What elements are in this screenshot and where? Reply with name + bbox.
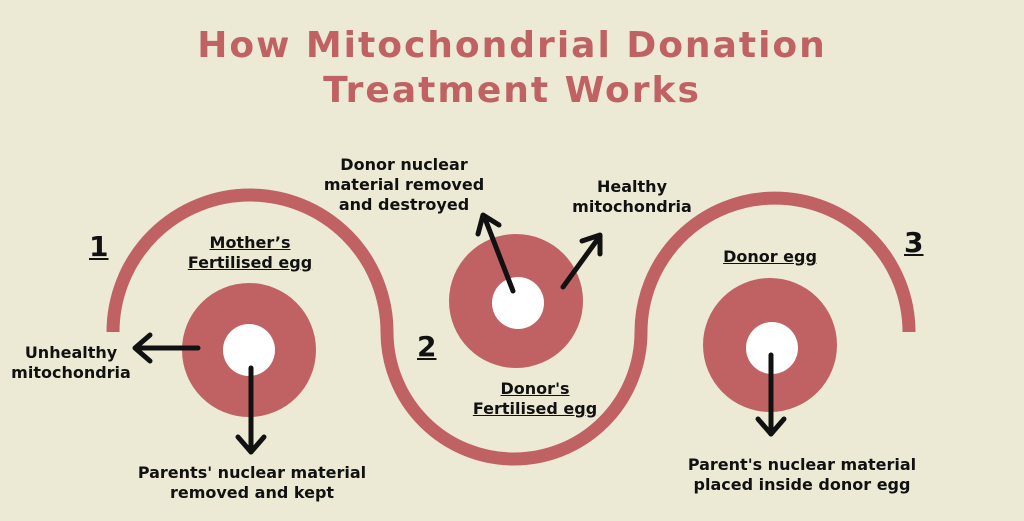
- step2-label: Donor's Fertilised egg: [455, 379, 615, 419]
- placed-line1: Parent's nuclear material: [687, 455, 917, 474]
- donor-removed-line1: Donor nuclear: [340, 155, 468, 174]
- donor-fertilised-nucleus: [492, 277, 544, 329]
- process-wave-path: [106, 188, 916, 466]
- placed-inside-label: Parent's nuclear material placed inside …: [660, 455, 944, 495]
- arrow-placed-icon: [755, 352, 787, 437]
- healthy-line2: mitochondria: [572, 197, 692, 216]
- parents-removed-line2: removed and kept: [169, 483, 335, 502]
- parents-removed-label: Parents' nuclear material removed and ke…: [104, 463, 400, 503]
- step1-label-line2: Fertilised egg: [187, 253, 313, 272]
- unhealthy-mitochondria-label: Unhealthy mitochondria: [4, 343, 138, 383]
- healthy-mitochondria-label: Healthy mitochondria: [552, 177, 712, 217]
- mother-nucleus: [223, 324, 275, 376]
- unhealthy-line2: mitochondria: [11, 363, 131, 382]
- step-number-1: 1: [89, 230, 109, 263]
- parents-removed-line1: Parents' nuclear material: [137, 463, 367, 482]
- step3-label-line1: Donor egg: [723, 247, 817, 266]
- donor-egg-nucleus: [746, 322, 798, 374]
- unhealthy-line1: Unhealthy: [24, 343, 118, 362]
- arrow-donor-removed-icon: [475, 212, 516, 294]
- step2-label-line1: Donor's: [500, 379, 570, 398]
- placed-line2: placed inside donor egg: [693, 475, 911, 494]
- arrow-healthy-icon: [560, 232, 603, 290]
- page-title-line1: How Mitochondrial Donation: [197, 25, 827, 66]
- arrow-parents-removed-icon: [235, 365, 267, 455]
- arrow-unhealthy-icon: [132, 332, 201, 364]
- page-title-line2: Treatment Works: [323, 70, 701, 111]
- step2-label-line2: Fertilised egg: [472, 399, 598, 418]
- step-number-2: 2: [417, 330, 437, 363]
- healthy-line1: Healthy: [597, 177, 667, 196]
- step-number-3: 3: [904, 226, 924, 259]
- donor-removed-line2: material removed: [323, 175, 485, 194]
- donor-removed-label: Donor nuclear material removed and destr…: [304, 155, 504, 215]
- step1-label-line1: Mother’s: [209, 233, 291, 252]
- donor-removed-line3: and destroyed: [338, 195, 470, 214]
- step3-label: Donor egg: [690, 247, 850, 267]
- step1-label: Mother’s Fertilised egg: [170, 233, 330, 273]
